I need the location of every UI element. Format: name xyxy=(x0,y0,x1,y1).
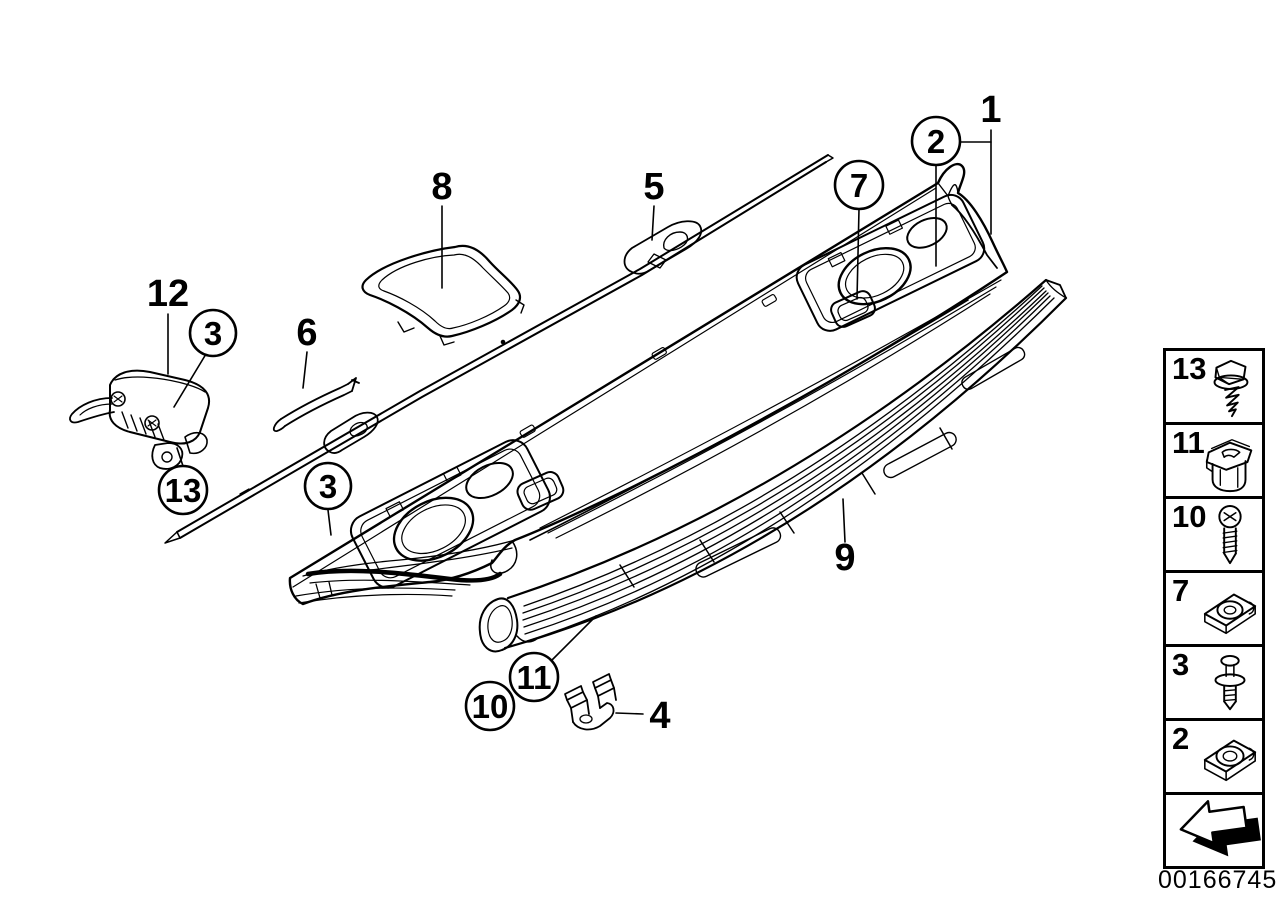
rear-shelf-panel xyxy=(288,162,1009,606)
direction-arrow-icon xyxy=(1179,800,1261,857)
svg-text:12: 12 xyxy=(147,273,189,315)
speed-nut-icon xyxy=(1203,593,1257,635)
legend-item-13[interactable]: 13 xyxy=(1163,348,1265,425)
svg-text:8: 8 xyxy=(431,166,452,208)
legend-nav-box[interactable] xyxy=(1163,792,1265,869)
leader-7 xyxy=(856,208,860,300)
callout-10[interactable]: 10 xyxy=(464,680,516,732)
speed-nut-icon xyxy=(1203,739,1257,782)
svg-text:6: 6 xyxy=(296,312,317,354)
leader-4 xyxy=(615,712,644,715)
hex-head-screw-icon xyxy=(1213,359,1249,418)
leader-3b xyxy=(327,509,332,536)
callout-3-left[interactable]: 3 xyxy=(188,308,238,358)
leader-9 xyxy=(842,498,846,543)
svg-text:3: 3 xyxy=(319,468,337,505)
svg-text:10: 10 xyxy=(472,688,509,725)
right-belt-opening xyxy=(830,290,876,328)
left-speaker-opening xyxy=(349,439,551,589)
svg-text:4: 4 xyxy=(649,695,670,737)
legend-item-11[interactable]: 11 xyxy=(1163,422,1265,499)
svg-text:3: 3 xyxy=(204,315,222,352)
cover-panel xyxy=(361,244,525,346)
callout-2[interactable]: 2 xyxy=(910,115,962,167)
callout-4[interactable]: 4 xyxy=(649,695,670,737)
leader-6 xyxy=(302,351,308,389)
legend-item-7[interactable]: 7 xyxy=(1163,570,1265,647)
legend-item-3[interactable]: 3 xyxy=(1163,644,1265,721)
callout-8[interactable]: 8 xyxy=(431,166,452,208)
callout-9[interactable]: 9 xyxy=(834,537,855,579)
callout-3-center[interactable]: 3 xyxy=(303,461,353,511)
slat-trim-strip xyxy=(478,278,1068,653)
clamp-strip xyxy=(272,377,360,432)
callout-1[interactable]: 1 xyxy=(980,89,1001,131)
retaining-clip xyxy=(564,673,617,731)
svg-text:1: 1 xyxy=(980,89,1001,131)
image-number: 00166745 xyxy=(1158,866,1278,894)
callout-12[interactable]: 12 xyxy=(147,273,189,315)
legend-item-10[interactable]: 10 xyxy=(1163,496,1265,573)
svg-text:13: 13 xyxy=(165,472,202,509)
pan-head-screw-icon xyxy=(1218,505,1242,565)
legend-item-2[interactable]: 2 xyxy=(1163,718,1265,795)
callout-6[interactable]: 6 xyxy=(296,312,317,354)
svg-text:9: 9 xyxy=(834,537,855,579)
fold-bracket xyxy=(69,369,210,470)
cage-nut-icon xyxy=(1205,439,1253,493)
callout-5[interactable]: 5 xyxy=(643,166,664,208)
callout-13[interactable]: 13 xyxy=(157,464,209,516)
left-belt-opening xyxy=(516,471,565,511)
leader-5 xyxy=(651,205,655,241)
end-cap xyxy=(478,597,539,653)
svg-text:5: 5 xyxy=(643,166,664,208)
svg-text:7: 7 xyxy=(850,167,868,204)
expansion-rivet-icon xyxy=(1214,654,1246,711)
right-speaker-opening xyxy=(795,193,986,332)
leader-13 xyxy=(176,447,184,467)
leader-11 xyxy=(550,615,597,662)
svg-text:2: 2 xyxy=(927,123,945,160)
callout-7[interactable]: 7 xyxy=(833,159,885,211)
trim-rail xyxy=(164,154,834,544)
leader-3a xyxy=(173,353,207,408)
leader-lines xyxy=(167,129,992,715)
callout-11[interactable]: 11 xyxy=(508,651,560,703)
svg-text:11: 11 xyxy=(517,659,552,696)
